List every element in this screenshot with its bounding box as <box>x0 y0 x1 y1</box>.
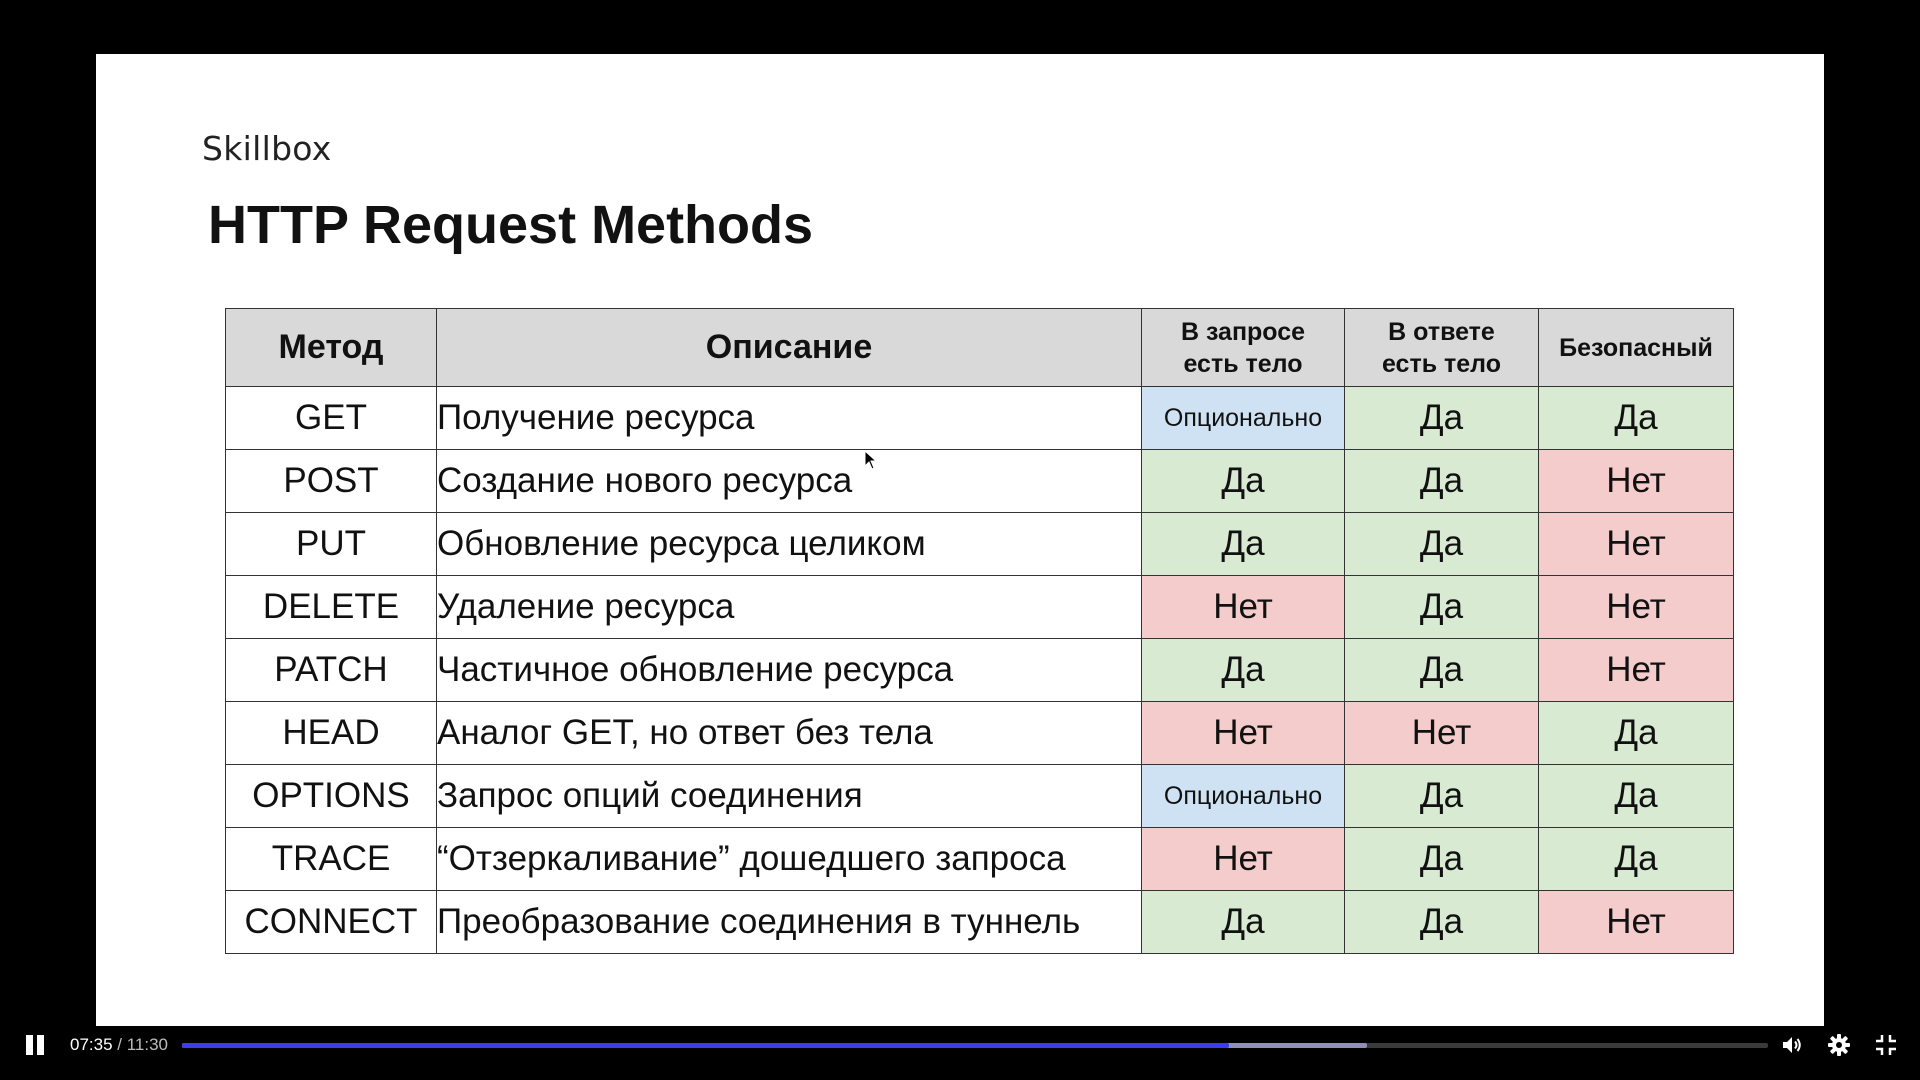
table-header-row: Метод Описание В запросе есть тело В отв… <box>225 308 1734 387</box>
progress-bar[interactable] <box>182 1043 1768 1048</box>
header-method: Метод <box>225 308 437 387</box>
cell-request-body: Да <box>1141 449 1345 513</box>
pause-icon <box>26 1035 33 1055</box>
time-separator: / <box>112 1035 127 1054</box>
cell-method: DELETE <box>225 575 437 639</box>
cell-request-body: Опционально <box>1141 764 1345 828</box>
header-response-body-line2: есть тело <box>1381 349 1501 378</box>
cell-description: Аналог GET, но ответ без тела <box>436 701 1142 765</box>
methods-table: Метод Описание В запросе есть тело В отв… <box>225 308 1734 954</box>
progress-played <box>182 1043 1229 1048</box>
player-controls-bar <box>0 1026 1920 1080</box>
cell-description: Обновление ресурса целиком <box>436 512 1142 576</box>
cell-request-body: Да <box>1141 512 1345 576</box>
cell-response-body: Да <box>1344 827 1539 891</box>
cell-request-body: Нет <box>1141 827 1345 891</box>
cell-response-body: Да <box>1344 449 1539 513</box>
cell-description: Частичное обновление ресурса <box>436 638 1142 702</box>
current-time: 07:35 <box>70 1035 113 1054</box>
cell-safe: Нет <box>1538 638 1734 702</box>
header-request-body-line1: В запросе <box>1180 317 1306 346</box>
cell-method: CONNECT <box>225 890 437 954</box>
cell-method: POST <box>225 449 437 513</box>
cell-response-body: Да <box>1344 575 1539 639</box>
cell-safe: Да <box>1538 827 1734 891</box>
header-response-body: В ответе есть тело <box>1344 308 1539 387</box>
cell-request-body: Да <box>1141 890 1345 954</box>
cell-response-body: Да <box>1344 386 1539 450</box>
cell-method: PATCH <box>225 638 437 702</box>
cell-response-body: Да <box>1344 638 1539 702</box>
cell-description: Получение ресурса <box>436 386 1142 450</box>
slide-title: HTTP Request Methods <box>208 195 814 255</box>
gear-icon[interactable] <box>1827 1033 1851 1057</box>
cell-description: “Отзеркаливание” дошедшего запроса <box>436 827 1142 891</box>
cell-method: OPTIONS <box>225 764 437 828</box>
cell-request-body: Нет <box>1141 701 1345 765</box>
cell-response-body: Да <box>1344 890 1539 954</box>
cell-safe: Да <box>1538 701 1734 765</box>
header-request-body-line2: есть тело <box>1183 349 1303 378</box>
duration: 11:30 <box>126 1035 168 1054</box>
cell-description: Создание нового ресурса <box>436 449 1142 513</box>
cell-response-body: Да <box>1344 764 1539 828</box>
slide: Skillbox HTTP Request Methods Метод Опис… <box>96 54 1824 1026</box>
cell-method: PUT <box>225 512 437 576</box>
pause-button[interactable] <box>23 1033 47 1057</box>
cell-safe: Нет <box>1538 512 1734 576</box>
cell-safe: Да <box>1538 386 1734 450</box>
volume-icon[interactable] <box>1780 1033 1804 1057</box>
cell-request-body: Опционально <box>1141 386 1345 450</box>
cell-response-body: Нет <box>1344 701 1539 765</box>
cell-description: Запрос опций соединения <box>436 764 1142 828</box>
header-request-body: В запросе есть тело <box>1141 308 1345 387</box>
cell-safe: Да <box>1538 764 1734 828</box>
cell-request-body: Нет <box>1141 575 1345 639</box>
header-response-body-line1: В ответе <box>1388 317 1495 346</box>
cell-safe: Нет <box>1538 449 1734 513</box>
cell-safe: Нет <box>1538 890 1734 954</box>
cell-response-body: Да <box>1344 512 1539 576</box>
mouse-cursor-icon <box>864 450 878 470</box>
cell-method: TRACE <box>225 827 437 891</box>
cell-safe: Нет <box>1538 575 1734 639</box>
brand-logo-text: Skillbox <box>202 129 332 168</box>
cell-method: HEAD <box>225 701 437 765</box>
cell-method: GET <box>225 386 437 450</box>
pause-icon-bar <box>37 1035 44 1055</box>
cell-request-body: Да <box>1141 638 1345 702</box>
header-description: Описание <box>436 308 1142 387</box>
header-safe: Безопасный <box>1538 308 1734 387</box>
cell-description: Преобразование соединения в туннель <box>436 890 1142 954</box>
cell-description: Удаление ресурса <box>436 575 1142 639</box>
time-readout: 07:35 / 11:30 <box>70 1035 168 1055</box>
exit-fullscreen-icon[interactable] <box>1874 1033 1898 1057</box>
